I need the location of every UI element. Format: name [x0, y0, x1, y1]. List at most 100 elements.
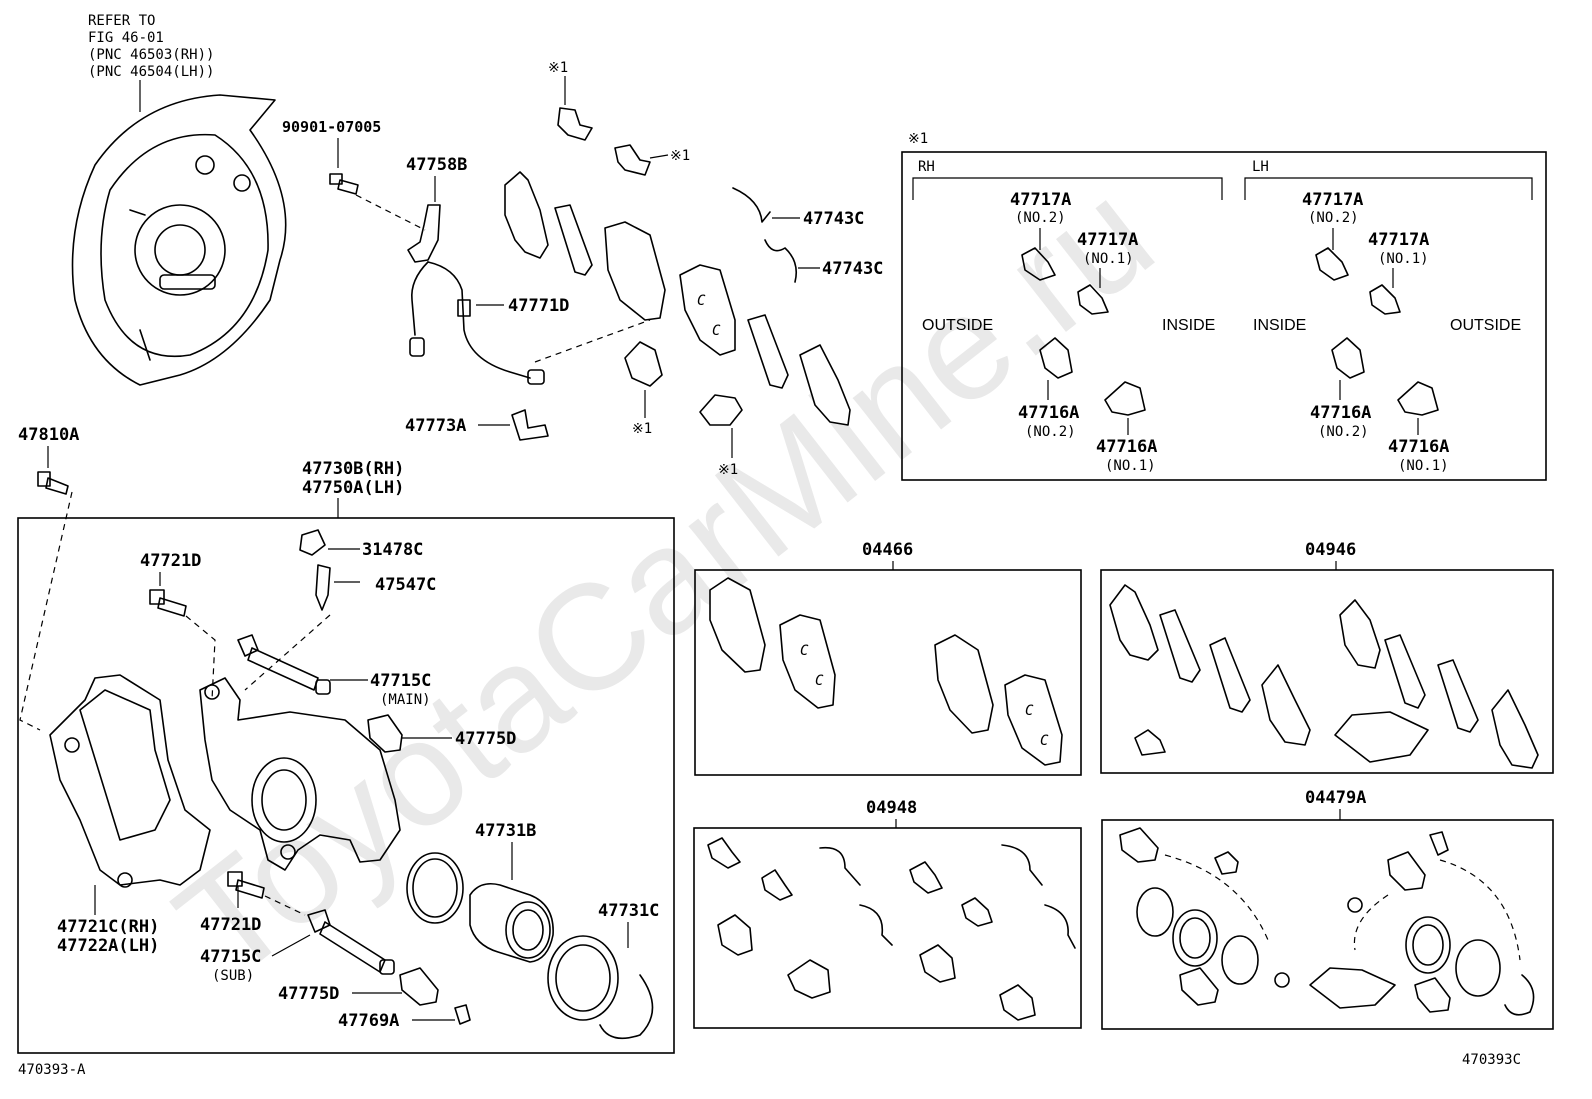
svg-text:(NO.1): (NO.1)	[1398, 458, 1449, 474]
shim-47716A-no2-lh[interactable]	[1331, 337, 1365, 379]
boot-47731C[interactable]: 47731C	[547, 901, 659, 1040]
bracket-47758B[interactable]: 47758B	[406, 155, 467, 263]
bolt-47721D-top[interactable]: 47721D	[140, 551, 201, 617]
bleeder-47547C[interactable]: 47547C	[315, 564, 436, 611]
shim-47717A-no1-lh[interactable]	[1369, 284, 1401, 315]
svg-text:47769A: 47769A	[338, 1011, 399, 1031]
svg-text:47775D: 47775D	[455, 729, 516, 749]
svg-text:OUTSIDE: OUTSIDE	[922, 317, 993, 334]
svg-text:(NO.1): (NO.1)	[1083, 251, 1134, 267]
cap-47769A[interactable]: 47769A	[338, 1004, 471, 1031]
bolt-47721D-bot[interactable]: 47721D	[200, 871, 265, 935]
backing-plate-part[interactable]	[71, 94, 287, 386]
svg-text:(NO.1): (NO.1)	[1105, 458, 1156, 474]
svg-text:04479A: 04479A	[1305, 788, 1366, 808]
spring-47743C-2[interactable]: 47743C	[764, 239, 883, 283]
svg-text:47721D: 47721D	[200, 915, 261, 935]
mark-top: ※1	[548, 60, 568, 105]
shim-47717A-no2-lh[interactable]	[1315, 247, 1349, 281]
brake-pads-center[interactable]: C C	[504, 171, 851, 426]
svg-text:47716A: 47716A	[1018, 403, 1079, 423]
boot-47775D-bot[interactable]: 47775D	[278, 967, 439, 1006]
sensor-47771D[interactable]: 47771D	[409, 261, 569, 385]
kit-04466[interactable]: 04466 C C C C	[694, 540, 1082, 776]
spring-47743C-1[interactable]: 47743C	[732, 187, 864, 229]
svg-text:47750A(LH): 47750A(LH)	[302, 478, 404, 498]
shim-47716A-no2-rh[interactable]	[1039, 337, 1073, 379]
svg-text:INSIDE: INSIDE	[1162, 317, 1215, 334]
svg-text:INSIDE: INSIDE	[1253, 317, 1306, 334]
svg-text:C: C	[697, 293, 706, 309]
svg-text:47716A: 47716A	[1310, 403, 1371, 423]
svg-text:(NO.1): (NO.1)	[1378, 251, 1429, 267]
svg-text:47771D: 47771D	[508, 296, 569, 316]
shim-47717A-no2-rh[interactable]	[1021, 247, 1056, 281]
caliper-assembly-label: 47730B(RH) 47750A(LH)	[302, 459, 404, 518]
svg-text:47758B: 47758B	[406, 155, 467, 175]
svg-text:47717A: 47717A	[1077, 230, 1138, 250]
caliper-body[interactable]	[199, 677, 401, 871]
svg-text:47743C: 47743C	[803, 209, 864, 229]
shim-box: ※1 RH LH OUTSIDE INSIDE INSIDE OUTSIDE 4…	[901, 131, 1547, 481]
svg-text:04466: 04466	[862, 540, 913, 560]
svg-text:47730B(RH): 47730B(RH)	[302, 459, 404, 479]
svg-text:C: C	[1040, 733, 1049, 749]
svg-text:04946: 04946	[1305, 540, 1356, 560]
shim-clip-top[interactable]	[557, 107, 593, 141]
svg-text:47731C: 47731C	[598, 901, 659, 921]
shim-47716A-no1-lh[interactable]	[1397, 381, 1439, 416]
svg-text:04948: 04948	[866, 798, 917, 818]
svg-text:47810A: 47810A	[18, 425, 79, 445]
pin-47715C-sub[interactable]: 47715C (SUB)	[200, 909, 395, 984]
bolt-47810A[interactable]: 47810A	[18, 425, 79, 495]
svg-text:47721C(RH): 47721C(RH)	[57, 917, 159, 937]
clip-47773A[interactable]: 47773A	[405, 409, 549, 441]
svg-text:(NO.2): (NO.2)	[1025, 424, 1076, 440]
svg-text:(NO.2): (NO.2)	[1015, 210, 1066, 226]
kit-04479A[interactable]: 04479A	[1101, 788, 1554, 1030]
svg-text:RH: RH	[918, 159, 935, 175]
shim-clip-b1[interactable]: ※1	[624, 341, 663, 437]
kit-04948[interactable]: 04948	[693, 798, 1082, 1029]
svg-text:47716A: 47716A	[1388, 437, 1449, 457]
svg-text:(NO.2): (NO.2)	[1308, 210, 1359, 226]
svg-text:47721D: 47721D	[140, 551, 201, 571]
pin-47715C-main[interactable]: 47715C (MAIN)	[237, 634, 431, 708]
svg-text:FIG 46-01: FIG 46-01	[88, 30, 164, 46]
svg-text:※1: ※1	[670, 148, 690, 164]
svg-text:C: C	[800, 643, 809, 659]
bracket-label: 47721C(RH) 47722A(LH)	[57, 885, 159, 956]
svg-text:※1: ※1	[632, 421, 652, 437]
shim-47716A-no1-rh[interactable]	[1104, 381, 1146, 416]
svg-text:47717A: 47717A	[1302, 190, 1363, 210]
svg-text:※1: ※1	[908, 131, 928, 147]
svg-text:47775D: 47775D	[278, 984, 339, 1004]
svg-text:※1: ※1	[718, 462, 738, 478]
svg-text:(MAIN): (MAIN)	[380, 692, 431, 708]
svg-text:(SUB): (SUB)	[212, 968, 254, 984]
shim-47717A-no1-rh[interactable]	[1077, 284, 1109, 315]
piston-47731B[interactable]: 47731B	[469, 821, 554, 963]
bolt-90901-07005[interactable]: 90901-07005	[282, 118, 381, 195]
boot-47775D-top[interactable]: 47775D	[367, 714, 516, 753]
shim-clip-b2[interactable]: ※1	[699, 394, 743, 478]
svg-text:C: C	[1025, 703, 1034, 719]
figure-id-left: 470393-A	[18, 1062, 86, 1078]
svg-text:47743C: 47743C	[822, 259, 883, 279]
watermark: ToyotaCarMine.ru	[146, 149, 1182, 1010]
svg-text:47717A: 47717A	[1010, 190, 1071, 210]
svg-text:REFER TO: REFER TO	[88, 13, 155, 29]
seal-ring[interactable]	[406, 852, 464, 924]
svg-text:C: C	[815, 673, 824, 689]
shim-clip-top2[interactable]	[614, 144, 651, 176]
svg-text:47731B: 47731B	[475, 821, 536, 841]
caliper-bracket[interactable]	[49, 674, 211, 888]
bleeder-cap-31478C[interactable]: 31478C	[299, 529, 423, 560]
mark-right: ※1	[649, 148, 690, 164]
kit-04946[interactable]: 04946	[1100, 540, 1554, 774]
svg-text:(PNC 46503(RH)): (PNC 46503(RH))	[88, 47, 214, 63]
svg-text:(NO.2): (NO.2)	[1318, 424, 1369, 440]
svg-text:47547C: 47547C	[375, 575, 436, 595]
svg-text:31478C: 31478C	[362, 540, 423, 560]
